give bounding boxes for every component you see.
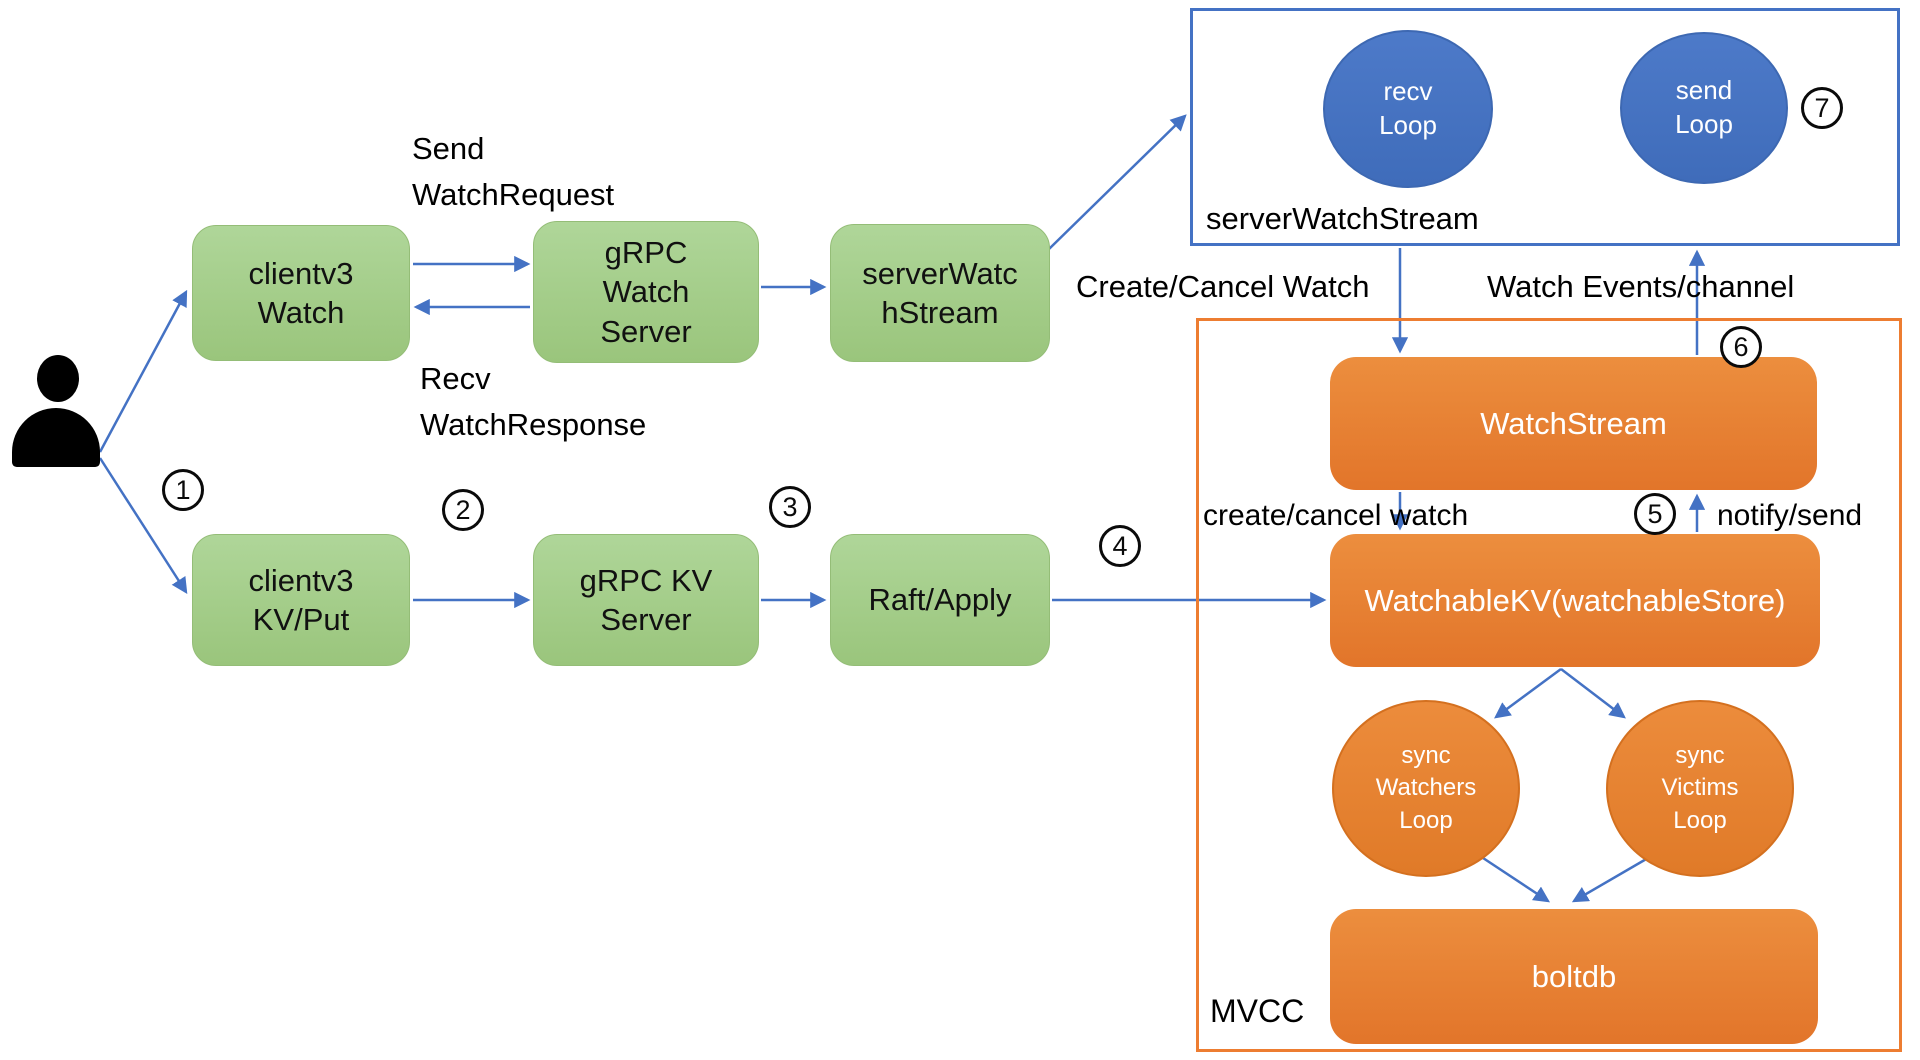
- node-boltdb: boltdb: [1330, 909, 1818, 1044]
- node-watch-stream: WatchStream: [1330, 357, 1817, 490]
- step-6: 6: [1720, 326, 1762, 368]
- step-7: 7: [1801, 87, 1843, 129]
- edge-user-to-clientv3-kvput: [98, 457, 188, 595]
- node-clientv3-kv-put: clientv3 KV/Put: [192, 534, 410, 666]
- edge-syncvictims-to-boltdb: [1571, 856, 1649, 903]
- edge-serverwatchstream-to-group: [1047, 114, 1187, 251]
- label-watch-events-channel: Watch Events/channel: [1487, 269, 1795, 304]
- user-torso-shape: [12, 408, 100, 467]
- label-server-watch-stream-group: serverWatchStream: [1206, 201, 1479, 236]
- edge-watchablekv-to-syncvictims: [1560, 668, 1626, 719]
- node-recv-loop: recv Loop: [1323, 30, 1493, 188]
- user-head-shape: [37, 355, 79, 402]
- node-grpc-kv-server: gRPC KV Server: [533, 534, 759, 666]
- label-notify-send: notify/send: [1717, 499, 1863, 532]
- label-create-cancel-watch-upper: Create/Cancel Watch: [1076, 269, 1370, 304]
- node-send-loop: send Loop: [1620, 32, 1788, 184]
- step-5: 5: [1634, 493, 1676, 535]
- step-1: 1: [162, 469, 204, 511]
- group-mvcc: [1196, 318, 1902, 1052]
- label-mvcc-group: MVCC: [1210, 993, 1305, 1029]
- node-raft-apply: Raft/Apply: [830, 534, 1050, 666]
- node-server-watch-stream: serverWatc hStream: [830, 224, 1050, 362]
- group-server-watch-stream: [1190, 8, 1900, 246]
- edge-syncwatchers-to-boltdb: [1479, 854, 1551, 903]
- edge-watchablekv-to-syncwatchers: [1494, 667, 1562, 719]
- label-send-watchrequest: Send WatchRequest: [412, 131, 615, 212]
- label-recv-watchresponse: Recv WatchResponse: [420, 361, 647, 442]
- edge-user-to-clientv3-watch: [98, 289, 188, 453]
- step-4: 4: [1099, 525, 1141, 567]
- step-2: 2: [442, 489, 484, 531]
- node-sync-watchers-loop: sync Watchers Loop: [1332, 700, 1520, 877]
- node-watchable-kv: WatchableKV(watchableStore): [1330, 534, 1820, 667]
- node-sync-victims-loop: sync Victims Loop: [1606, 700, 1794, 877]
- user-icon: [12, 355, 100, 467]
- node-grpc-watch-server: gRPC Watch Server: [533, 221, 759, 363]
- step-3: 3: [769, 486, 811, 528]
- label-create-cancel-watch-lower: create/cancel watch: [1203, 499, 1469, 532]
- node-clientv3-watch: clientv3 Watch: [192, 225, 410, 361]
